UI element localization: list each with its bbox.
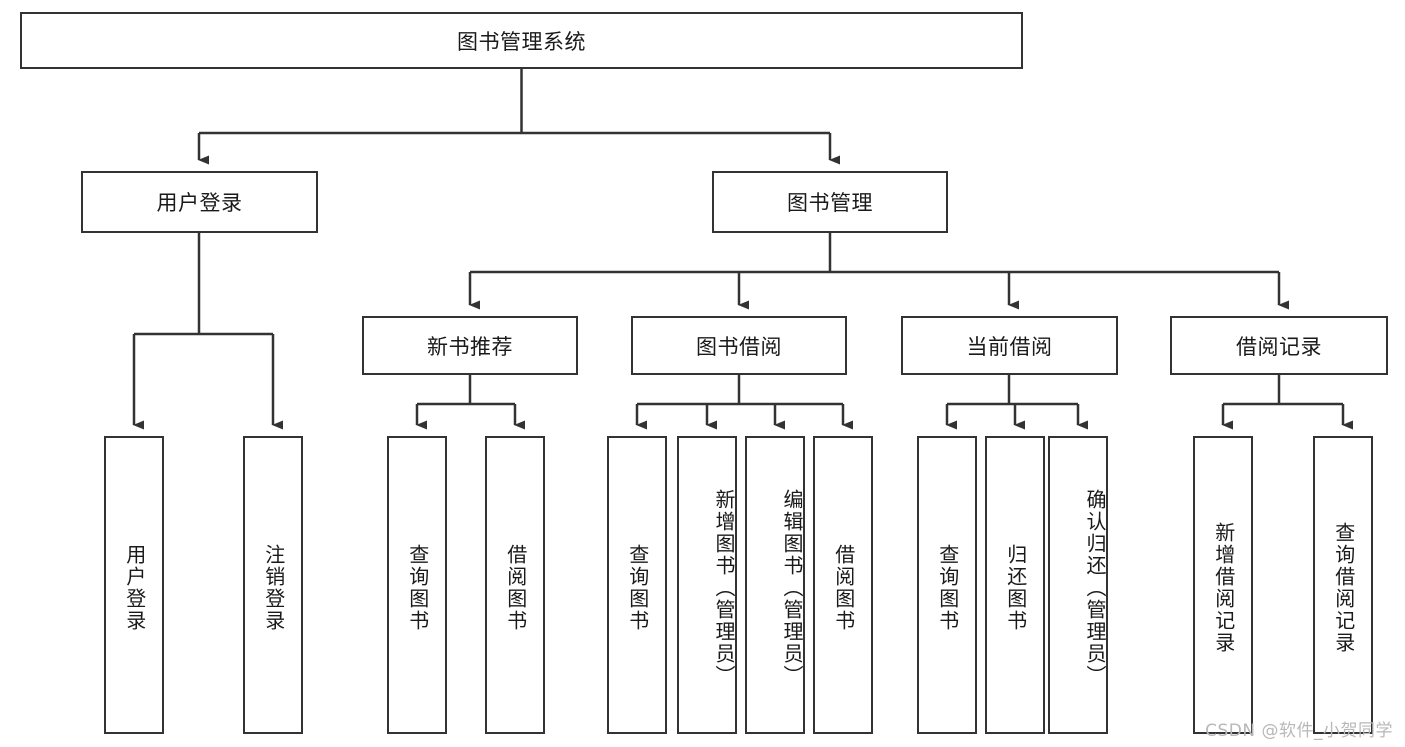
node-root-label: 图书管理系统: [457, 29, 586, 54]
node-new-book-recommend[interactable]: 新书推荐: [362, 316, 578, 375]
node-current-borrow[interactable]: 当前借阅: [901, 316, 1118, 375]
node-new-book-recommend-label: 新书推荐: [427, 334, 513, 359]
node-leaf-borrow-book-label: 借阅图书: [831, 544, 856, 632]
node-user-login-label: 用户登录: [156, 191, 243, 215]
node-leaf-logout[interactable]: 注销登录: [243, 436, 303, 734]
node-leaf-user-login[interactable]: 用户登录: [104, 436, 164, 734]
node-leaf-query-book-current[interactable]: 查询图书: [917, 436, 977, 734]
node-current-borrow-label: 当前借阅: [966, 334, 1053, 359]
node-leaf-query-record-label: 查询借阅记录: [1331, 522, 1356, 654]
node-leaf-add-book-label: 新增图书（管理员）: [712, 489, 736, 687]
node-borrow-record-label: 借阅记录: [1236, 334, 1322, 359]
node-root[interactable]: 图书管理系统: [20, 12, 1023, 69]
node-leaf-add-record-label: 新增借阅记录: [1211, 522, 1236, 654]
node-leaf-query-book-borrow[interactable]: 查询图书: [607, 436, 667, 734]
node-leaf-borrow-book[interactable]: 借阅图书: [813, 436, 873, 734]
node-book-borrow[interactable]: 图书借阅: [631, 316, 847, 375]
node-leaf-confirm-return-label: 确认归还（管理员）: [1083, 489, 1107, 687]
node-leaf-query-book-rec[interactable]: 查询图书: [387, 436, 447, 734]
node-leaf-query-book-borrow-label: 查询图书: [625, 544, 650, 632]
node-leaf-borrow-book-rec[interactable]: 借阅图书: [485, 436, 545, 734]
node-leaf-return-book[interactable]: 归还图书: [985, 436, 1045, 734]
node-leaf-add-book[interactable]: 新增图书（管理员）: [677, 436, 737, 734]
node-leaf-borrow-book-rec-label: 借阅图书: [503, 544, 528, 632]
node-borrow-record[interactable]: 借阅记录: [1170, 316, 1388, 375]
csdn-watermark: CSDN @软件_小贺同学: [1205, 721, 1393, 741]
node-book-borrow-label: 图书借阅: [696, 334, 782, 359]
node-user-login[interactable]: 用户登录: [81, 171, 318, 233]
node-leaf-return-book-label: 归还图书: [1003, 544, 1028, 632]
node-leaf-query-record[interactable]: 查询借阅记录: [1313, 436, 1373, 734]
node-book-manage[interactable]: 图书管理: [712, 171, 948, 233]
node-leaf-query-book-current-label: 查询图书: [935, 544, 960, 632]
node-leaf-edit-book[interactable]: 编辑图书（管理员）: [745, 436, 805, 734]
node-leaf-query-book-rec-label: 查询图书: [405, 544, 430, 632]
node-leaf-add-record[interactable]: 新增借阅记录: [1193, 436, 1253, 734]
node-book-manage-label: 图书管理: [787, 191, 873, 215]
node-leaf-edit-book-label: 编辑图书（管理员）: [780, 489, 804, 687]
node-leaf-confirm-return[interactable]: 确认归还（管理员）: [1048, 436, 1108, 734]
node-leaf-user-login-label: 用户登录: [122, 544, 147, 632]
node-leaf-logout-label: 注销登录: [261, 544, 286, 632]
